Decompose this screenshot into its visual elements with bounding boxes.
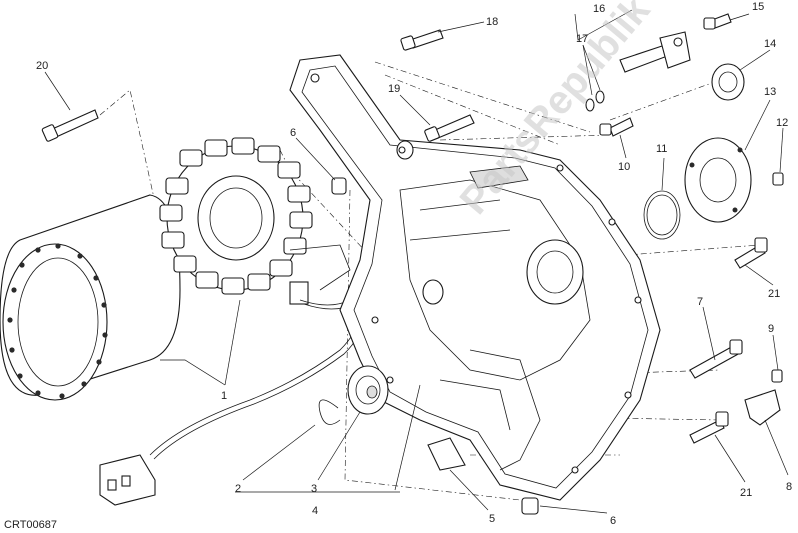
callout-6-upper: 6: [290, 127, 296, 139]
oring-11: [643, 190, 681, 240]
diagram-code: CRT00687: [4, 519, 57, 531]
callout-21-lower: 21: [740, 487, 752, 499]
callout-19: 19: [388, 83, 400, 95]
bolt-21-upper: [734, 237, 768, 269]
seal-14: [711, 63, 745, 101]
bolt-7: [689, 339, 743, 379]
callout-3: 3: [311, 483, 317, 495]
cover-13: [684, 137, 752, 223]
clip-8: [744, 389, 781, 426]
side-cover: [289, 54, 661, 501]
dowel-6-upper: [331, 177, 347, 195]
callout-4: 4: [312, 505, 318, 517]
dowel-6-lower: [521, 497, 539, 515]
callout-9: 9: [768, 323, 774, 335]
callout-10: 10: [618, 161, 630, 173]
callout-13: 13: [764, 86, 776, 98]
bolt-10: [599, 117, 634, 137]
washers-17: [585, 90, 605, 112]
callout-12: 12: [776, 117, 788, 129]
bolt-19: [424, 114, 475, 142]
bolt-18: [400, 29, 444, 51]
callout-2: 2: [235, 483, 241, 495]
callout-labels: 1 2 3 4 5 6 6 7 8 9 10 11 12 13 14 15 16…: [36, 1, 792, 527]
callout-7: 7: [697, 296, 703, 308]
bolt-9: [771, 369, 783, 383]
callout-17: 17: [576, 33, 588, 45]
callout-1: 1: [221, 390, 227, 402]
circlip-2: [318, 399, 341, 425]
sensor-16: [619, 31, 691, 73]
callout-15: 15: [752, 1, 764, 13]
callout-6-lower: 6: [610, 515, 616, 527]
callout-11: 11: [656, 143, 667, 155]
callout-18: 18: [486, 16, 498, 28]
leader-lines: [44, 9, 789, 514]
bolt-15: [703, 13, 732, 30]
bolt-12: [772, 172, 784, 186]
callout-8: 8: [786, 481, 792, 493]
bolt-20: [41, 109, 99, 142]
bolt-21-lower: [689, 411, 729, 444]
stator: [159, 137, 351, 305]
callout-20: 20: [36, 60, 48, 72]
callout-21-upper: 21: [768, 288, 780, 300]
callout-14: 14: [764, 38, 776, 50]
callout-5: 5: [489, 513, 495, 525]
callout-16: 16: [593, 3, 605, 15]
rotor-flywheel: [0, 194, 181, 401]
clip-5: [427, 437, 466, 471]
bearing-3: [347, 365, 389, 415]
